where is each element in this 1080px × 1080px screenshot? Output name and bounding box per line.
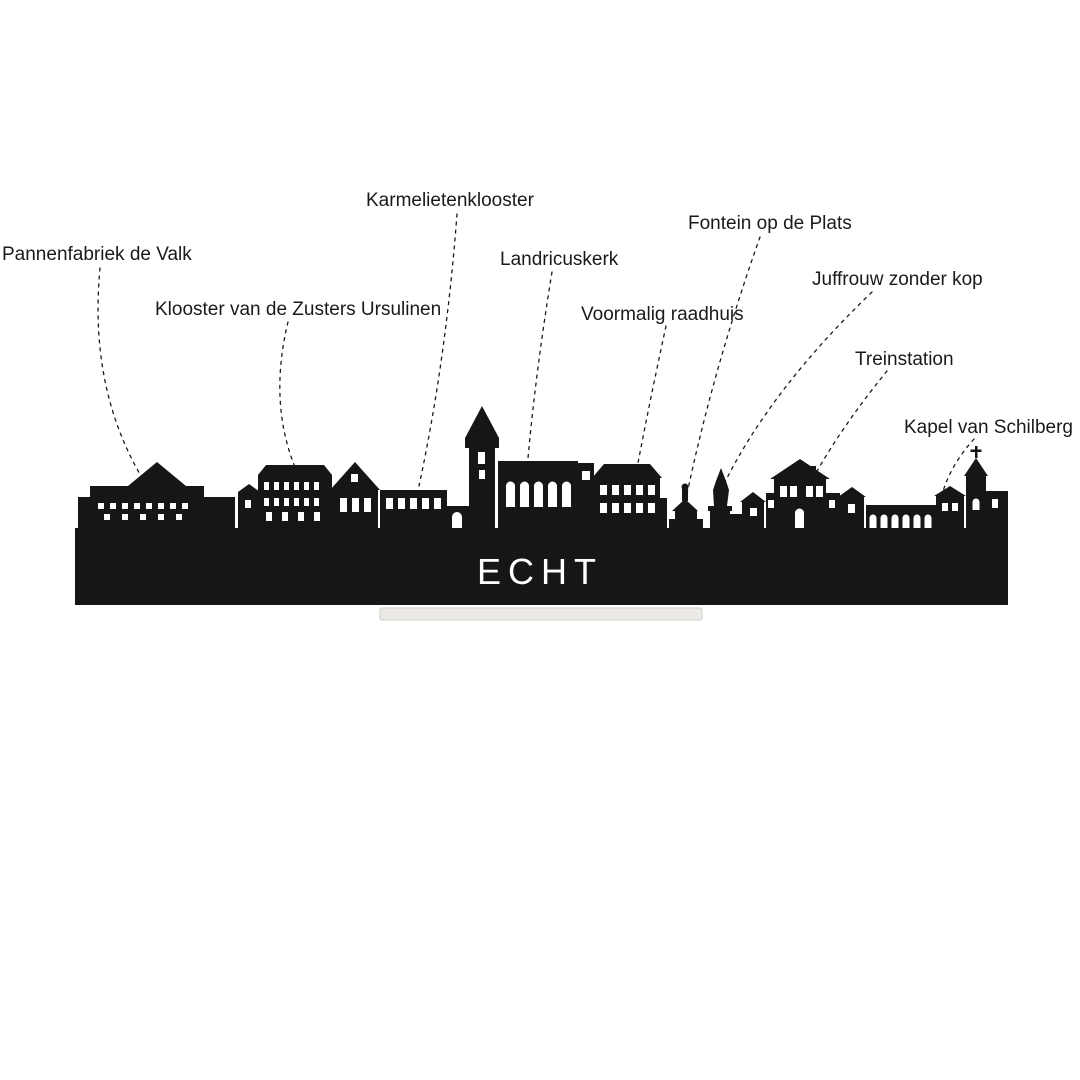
- label-karmelietenklooster: Karmelietenklooster: [366, 190, 535, 211]
- leader-line-landricuskerk: [527, 271, 553, 459]
- skyline-base-bar: [75, 528, 1008, 605]
- product-stand: [379, 607, 703, 621]
- building-gable-house: [330, 462, 380, 528]
- building-voormalig-raadhuis: [592, 464, 667, 528]
- label-kapel-van-schilberg: Kapel van Schilberg: [904, 417, 1073, 438]
- building-kapel-van-schilberg: [964, 446, 1008, 528]
- leader-line-voormalig-raadhuis: [637, 325, 667, 464]
- skyline-silhouette: [75, 406, 1008, 605]
- landmark-labels: Pannenfabriek de Valk Klooster van de Zu…: [2, 190, 1073, 438]
- leader-line-fontein: [686, 236, 761, 495]
- label-pannenfabriek-de-valk: Pannenfabriek de Valk: [2, 244, 192, 265]
- building-small-house: [730, 492, 766, 528]
- city-name: ECHT: [477, 551, 603, 592]
- leader-line-klooster-ursulinen: [279, 321, 298, 473]
- label-fontein-op-de-plats: Fontein op de Plats: [688, 213, 852, 234]
- leader-lines: [97, 213, 975, 500]
- label-juffrouw-zonder-kop: Juffrouw zonder kop: [812, 269, 983, 290]
- label-voormalig-raadhuis: Voormalig raadhuis: [581, 304, 744, 325]
- label-landricuskerk: Landricuskerk: [500, 249, 619, 270]
- leader-line-juffrouw: [722, 291, 873, 487]
- building-pannenfabriek-de-valk: [78, 462, 235, 528]
- window-cutouts: [98, 452, 998, 528]
- label-treinstation: Treinstation: [855, 349, 954, 370]
- monument-fontein-op-de-plats: [669, 483, 703, 528]
- leader-line-treinstation: [815, 370, 888, 474]
- label-klooster-ursulinen: Klooster van de Zusters Ursulinen: [155, 299, 441, 320]
- leader-line-karmelietenklooster: [418, 213, 458, 487]
- statue-juffrouw-zonder-kop: [708, 468, 732, 528]
- leader-line-pannenfabriek: [97, 267, 150, 490]
- building-karmelietenklooster-tower: [465, 406, 499, 528]
- building-house-far-east: [934, 486, 966, 528]
